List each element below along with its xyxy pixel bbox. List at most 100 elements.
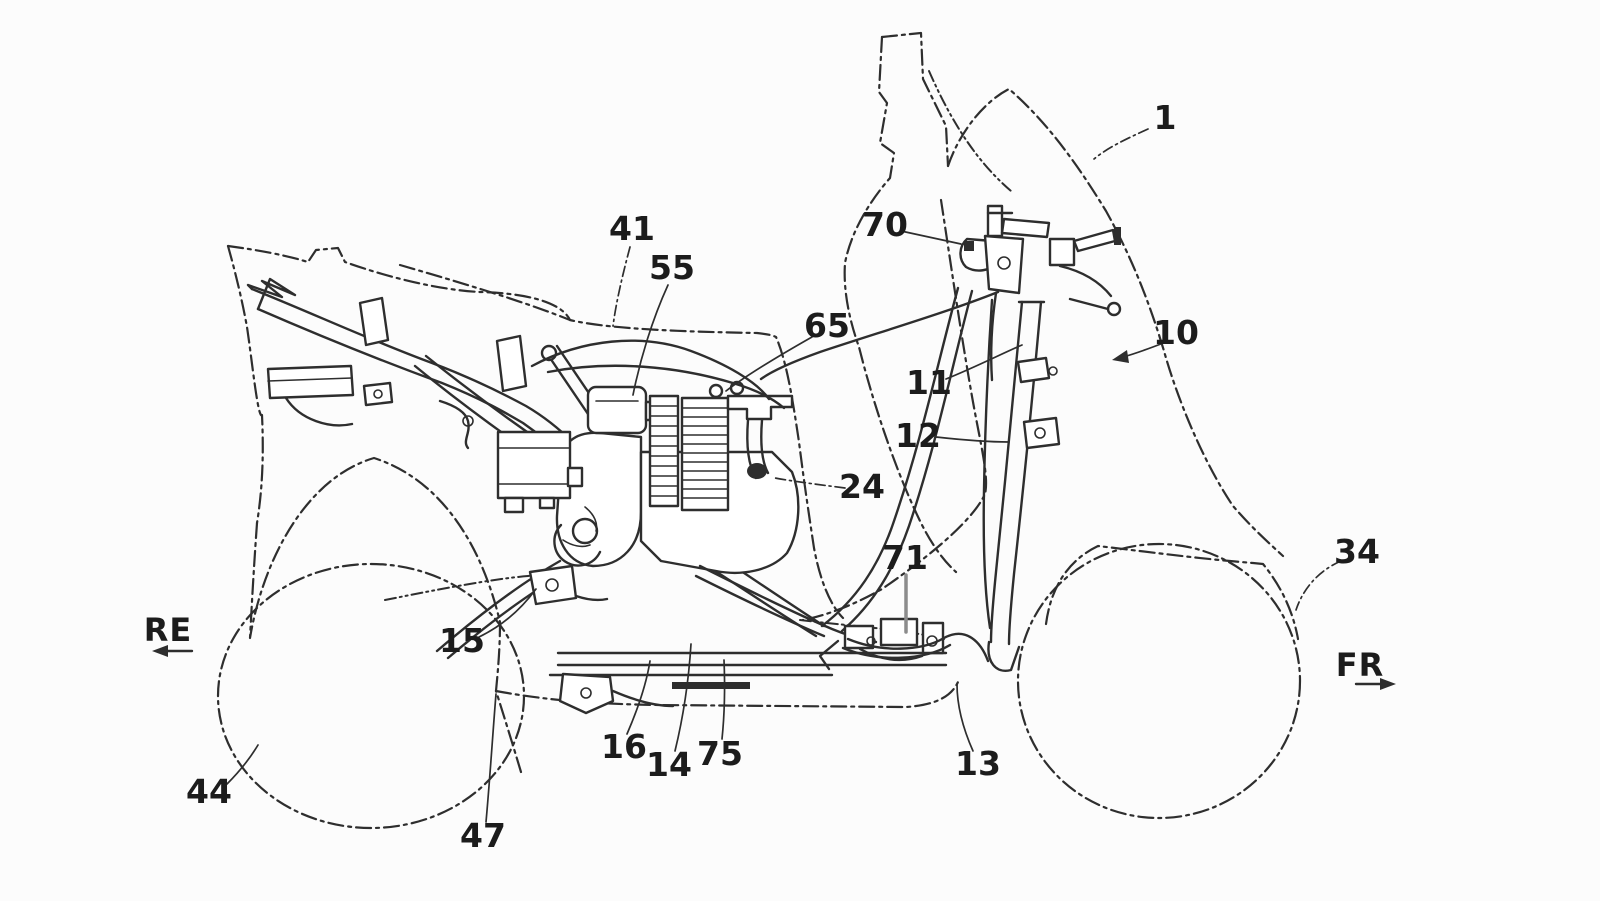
rack-left-hook xyxy=(246,277,297,311)
fork-tube-rear xyxy=(989,300,1024,644)
cylinder-fin-block-rear xyxy=(648,394,680,508)
lever-rod xyxy=(1068,297,1110,311)
rack-fitting-bolt xyxy=(373,389,383,399)
ref-label-47: 47 xyxy=(460,816,506,855)
ref-label-12: 12 xyxy=(895,416,941,455)
cluster-box-b xyxy=(879,617,919,647)
leader-12 xyxy=(935,436,1010,443)
fork-bracket-hole-a xyxy=(1048,366,1058,376)
ref-label-24: 24 xyxy=(839,467,885,506)
tire-to-floor-seam xyxy=(494,689,523,774)
leader-15 xyxy=(478,588,537,638)
leader-lines xyxy=(226,128,1342,823)
fan-blade-b xyxy=(562,539,591,548)
airbox xyxy=(586,385,648,435)
leader-34 xyxy=(1295,560,1342,611)
front-cowl-edge xyxy=(946,87,1285,558)
stem-post xyxy=(986,204,1004,238)
leader-75 xyxy=(721,659,726,740)
cylinder-fin-block-front xyxy=(680,396,730,512)
leg-shield-rear-edge xyxy=(801,198,988,622)
rear-stop-bracket xyxy=(528,564,578,606)
rack-post-1 xyxy=(358,296,390,347)
tail-unit-box xyxy=(266,364,355,400)
rack-fitting xyxy=(362,381,394,407)
rear-carrier-frame xyxy=(246,277,614,502)
front-fork xyxy=(987,300,1061,672)
rear-stop-bolt xyxy=(545,578,559,592)
ref-label-55: 55 xyxy=(649,248,695,287)
floor-harness-lower xyxy=(841,643,952,660)
control-unit-box xyxy=(496,430,572,500)
head-bolt xyxy=(997,256,1011,270)
fork-bracket-upper xyxy=(1016,356,1051,384)
down-tube-rear xyxy=(820,286,960,628)
front-tire-outline xyxy=(1016,542,1302,820)
ref-label-44: 44 xyxy=(186,772,232,811)
seat-bottom-seam xyxy=(398,263,845,620)
lever-pivot xyxy=(1106,301,1122,317)
control-unit-foot-a xyxy=(503,496,525,514)
grip-end xyxy=(1114,227,1121,245)
rear-stop-link xyxy=(574,594,609,602)
center-stand-bracket xyxy=(558,672,615,715)
rear-tire-outline xyxy=(216,562,526,830)
crankcase-right xyxy=(639,450,800,575)
exhaust-elbow xyxy=(747,463,767,479)
ref-label-10: 10 xyxy=(1153,313,1199,352)
leader-16 xyxy=(626,660,651,735)
s-bracket-hole xyxy=(462,415,474,427)
fan-arc-outer xyxy=(553,523,602,567)
steering-cable xyxy=(982,298,994,630)
head-bolt-a xyxy=(708,383,724,399)
center-stand-arm xyxy=(611,689,675,708)
leader-14 xyxy=(674,643,692,752)
front-direction-arrowhead xyxy=(1380,678,1396,690)
fan-hub xyxy=(571,517,599,545)
tail-unit-bracket xyxy=(284,396,354,427)
leader-47 xyxy=(485,693,497,823)
cylinder-fins-rear xyxy=(649,405,679,497)
pedal-arm xyxy=(818,639,840,671)
front-direction-label: FR xyxy=(1336,646,1385,684)
cluster-box-c xyxy=(921,621,945,655)
floor-structure xyxy=(528,564,948,715)
ref-label-13: 13 xyxy=(955,744,1001,783)
handlebar-slab xyxy=(1000,217,1051,239)
ref-label-16: 16 xyxy=(601,727,647,766)
ref-label-65: 65 xyxy=(804,306,850,345)
ref-label-71: 71 xyxy=(882,538,928,577)
leader-41 xyxy=(612,246,631,327)
leader-44 xyxy=(226,744,259,785)
ref-label-34: 34 xyxy=(1334,532,1380,571)
center-stand-pivot xyxy=(580,687,592,699)
brake-lever xyxy=(1058,264,1113,298)
cylinder-fins-front xyxy=(681,407,729,499)
leader-70 xyxy=(900,230,962,245)
harness-arc-lower xyxy=(546,364,786,410)
direction-indicator-rear: RE xyxy=(144,611,194,657)
rear-direction-arrowhead xyxy=(152,645,168,657)
leader-10-arrowhead xyxy=(1112,350,1129,363)
crankcase-left xyxy=(555,431,643,568)
wiring-harness xyxy=(530,290,1000,663)
ref-label-11: 11 xyxy=(906,363,952,402)
engine-unit xyxy=(553,380,878,644)
leader-55 xyxy=(632,284,669,396)
rear-wheel-arch xyxy=(248,456,502,693)
fan-blade-a xyxy=(584,506,598,532)
s-bracket xyxy=(438,399,470,450)
steering-head-body xyxy=(983,234,1025,295)
front-fender-outline xyxy=(1044,544,1300,641)
under-floor-line xyxy=(494,680,960,709)
ref-label-14: 14 xyxy=(646,745,692,784)
leader-11 xyxy=(945,344,1023,380)
ref-label-15: 15 xyxy=(439,621,485,660)
ref-label-41: 41 xyxy=(609,209,655,248)
phantom-body-outline xyxy=(216,31,1302,830)
ref-label-70: 70 xyxy=(862,205,908,244)
exhaust-pipe-lower xyxy=(694,574,826,638)
handlebar-assembly xyxy=(959,204,1122,382)
control-unit xyxy=(496,430,584,514)
